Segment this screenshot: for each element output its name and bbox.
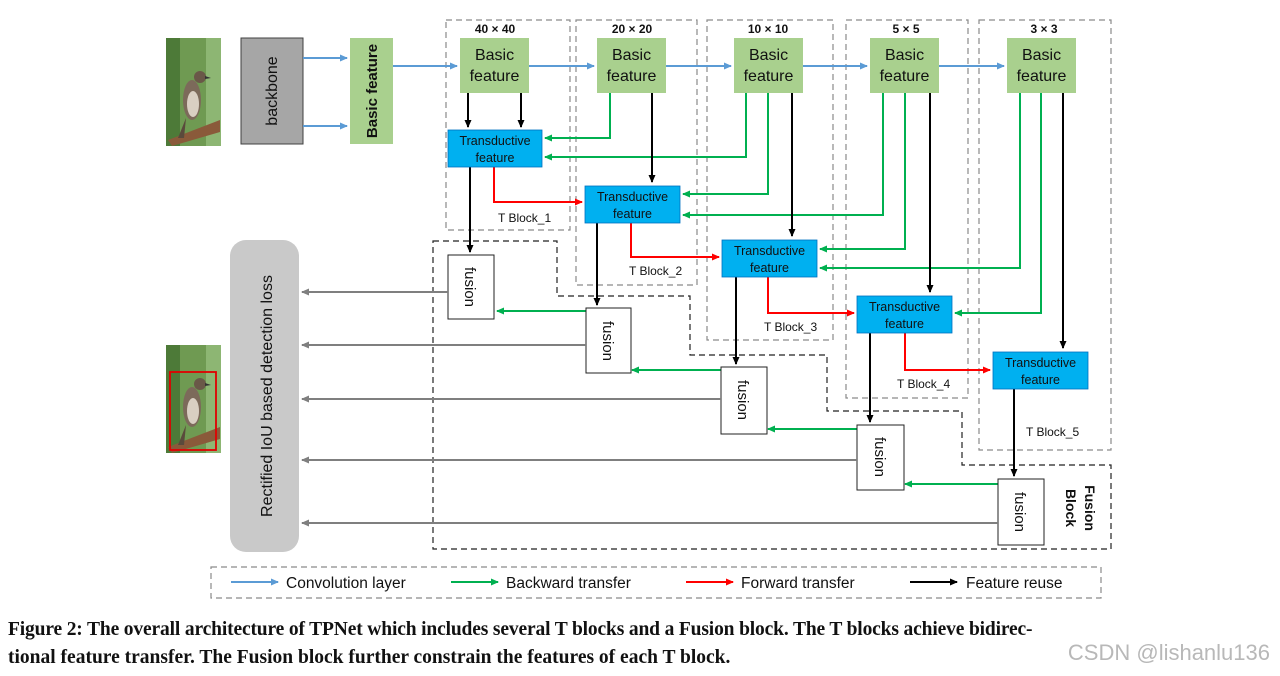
- fusion-box-4-label: fusion: [871, 437, 888, 477]
- transductive-feature-1-line1: Transductive: [459, 134, 530, 148]
- fusion-box-2-label: fusion: [599, 321, 616, 361]
- t-block-5-label: T Block_5: [1026, 425, 1079, 439]
- basic-feature-vertical-label: Basic feature: [364, 44, 381, 138]
- transductive-feature-2-line1: Transductive: [597, 190, 668, 204]
- transductive-feature-4-line2: feature: [885, 317, 924, 331]
- fusion-box-1: fusion: [447, 254, 495, 320]
- legend-item-convolution: Convolution layer: [231, 575, 406, 592]
- fusion-block-frame: [432, 240, 1112, 550]
- basic-feature-2-line1: Basic: [612, 47, 651, 64]
- caption-line-1: Figure 2: The overall architecture of TP…: [8, 619, 1033, 640]
- t-block-4-label: T Block_4: [897, 377, 950, 391]
- fusion-block-label-line2: Block: [1063, 489, 1079, 527]
- scale-labels: 40 × 40 20 × 20 10 × 10 5 × 5 3 × 3: [475, 22, 1058, 36]
- fusion-box-3: fusion: [720, 366, 768, 435]
- loss-arrows: [301, 288, 998, 527]
- scale-label-5: 3 × 3: [1030, 22, 1057, 36]
- transductive-feature-2-line2: feature: [613, 207, 652, 221]
- basic-feature-4: Basic feature: [870, 38, 939, 93]
- fusion-box-3-label: fusion: [734, 380, 751, 420]
- scale-label-2: 20 × 20: [612, 22, 653, 36]
- transductive-feature-5: Transductive feature: [992, 351, 1089, 390]
- basic-feature-4-line1: Basic: [885, 47, 924, 64]
- basic-feature-5: Basic feature: [1007, 38, 1076, 93]
- t-block-3-frame: [706, 19, 834, 341]
- legend-label-forward: Forward transfer: [741, 575, 855, 592]
- scale-label-3: 10 × 10: [748, 22, 789, 36]
- basic-feature-vertical-box: [350, 38, 393, 144]
- loss-block: [230, 240, 299, 552]
- legend-label-reuse: Feature reuse: [966, 575, 1063, 592]
- legend: Convolution layer Backward transfer Forw…: [210, 566, 1102, 599]
- transductive-feature-3-line1: Transductive: [734, 244, 805, 258]
- transductive-feature-3: Transductive feature: [721, 239, 818, 278]
- scale-label-1: 40 × 40: [475, 22, 516, 36]
- backward-transfer-arrows: [487, 93, 1042, 488]
- basic-feature-2: Basic feature: [597, 38, 666, 93]
- output-bird-image: [166, 345, 221, 453]
- backbone-label: backbone: [264, 56, 281, 125]
- basic-feature-3-line2: feature: [744, 68, 794, 85]
- scale-label-4: 5 × 5: [892, 22, 919, 36]
- convolution-arrows: [303, 54, 1005, 130]
- caption-line-2: tional feature transfer. The Fusion bloc…: [8, 647, 731, 668]
- t-block-3-label: T Block_3: [764, 320, 817, 334]
- transductive-feature-4-line1: Transductive: [869, 300, 940, 314]
- transductive-feature-5-line1: Transductive: [1005, 356, 1076, 370]
- basic-feature-4-line2: feature: [880, 68, 930, 85]
- fusion-block-label-line1: Fusion: [1082, 485, 1098, 531]
- basic-feature-3: Basic feature: [734, 38, 803, 93]
- transductive-feature-3-line2: feature: [750, 261, 789, 275]
- t-block-labels: T Block_1 T Block_2 T Block_3 T Block_4 …: [498, 211, 1079, 439]
- input-bird-image: [166, 38, 221, 146]
- legend-item-reuse: Feature reuse: [910, 575, 1063, 592]
- basic-feature-1: Basic feature: [460, 38, 529, 93]
- backbone-box: [240, 37, 304, 145]
- legend-label-backward: Backward transfer: [506, 575, 631, 592]
- transductive-feature-5-line2: feature: [1021, 373, 1060, 387]
- t-block-1-frame: [445, 19, 571, 231]
- fusion-box-4: fusion: [856, 424, 905, 491]
- legend-item-forward: Forward transfer: [686, 575, 855, 592]
- basic-feature-5-line1: Basic: [1022, 47, 1061, 64]
- transductive-feature-1: Transductive feature: [447, 129, 543, 168]
- transductive-feature-2: Transductive feature: [584, 185, 681, 224]
- transductive-feature-1-line2: feature: [476, 151, 515, 165]
- basic-feature-5-line2: feature: [1017, 68, 1067, 85]
- figure-caption: Figure 2: The overall architecture of TP…: [8, 616, 1273, 672]
- fusion-box-5: fusion: [997, 478, 1045, 546]
- t-block-1-label: T Block_1: [498, 211, 551, 225]
- basic-feature-1-line2: feature: [470, 68, 520, 85]
- legend-frame: [210, 566, 1102, 599]
- legend-item-backward: Backward transfer: [451, 575, 631, 592]
- t-block-2-label: T Block_2: [629, 264, 682, 278]
- t-block-frames: [445, 19, 1112, 451]
- fusion-box-2: fusion: [585, 307, 632, 374]
- feature-reuse-arrows: [464, 93, 1067, 477]
- t-block-2-frame: [575, 19, 698, 286]
- legend-label-convolution: Convolution layer: [286, 575, 406, 592]
- basic-feature-3-line1: Basic: [749, 47, 788, 64]
- t-block-4-frame: [845, 19, 969, 399]
- basic-feature-boxes: Basic feature Basic feature Basic featur…: [460, 38, 1076, 93]
- basic-feature-2-line2: feature: [607, 68, 657, 85]
- t-block-5-frame: [978, 19, 1112, 451]
- fusion-box-1-label: fusion: [461, 267, 478, 307]
- forward-transfer-arrows: [493, 167, 991, 374]
- basic-feature-1-line1: Basic: [475, 47, 514, 64]
- detection-bounding-box: [169, 371, 217, 451]
- fusion-box-5-label: fusion: [1011, 492, 1028, 532]
- loss-label: Rectified IoU based detection loss: [259, 275, 276, 517]
- watermark: CSDN @lishanlu136: [1067, 640, 1270, 665]
- transductive-feature-boxes: Transductive feature Transductive featur…: [447, 129, 1089, 390]
- fusion-boxes: fusion fusion fusion fusion fusion: [447, 254, 1045, 546]
- transductive-feature-4: Transductive feature: [856, 295, 953, 334]
